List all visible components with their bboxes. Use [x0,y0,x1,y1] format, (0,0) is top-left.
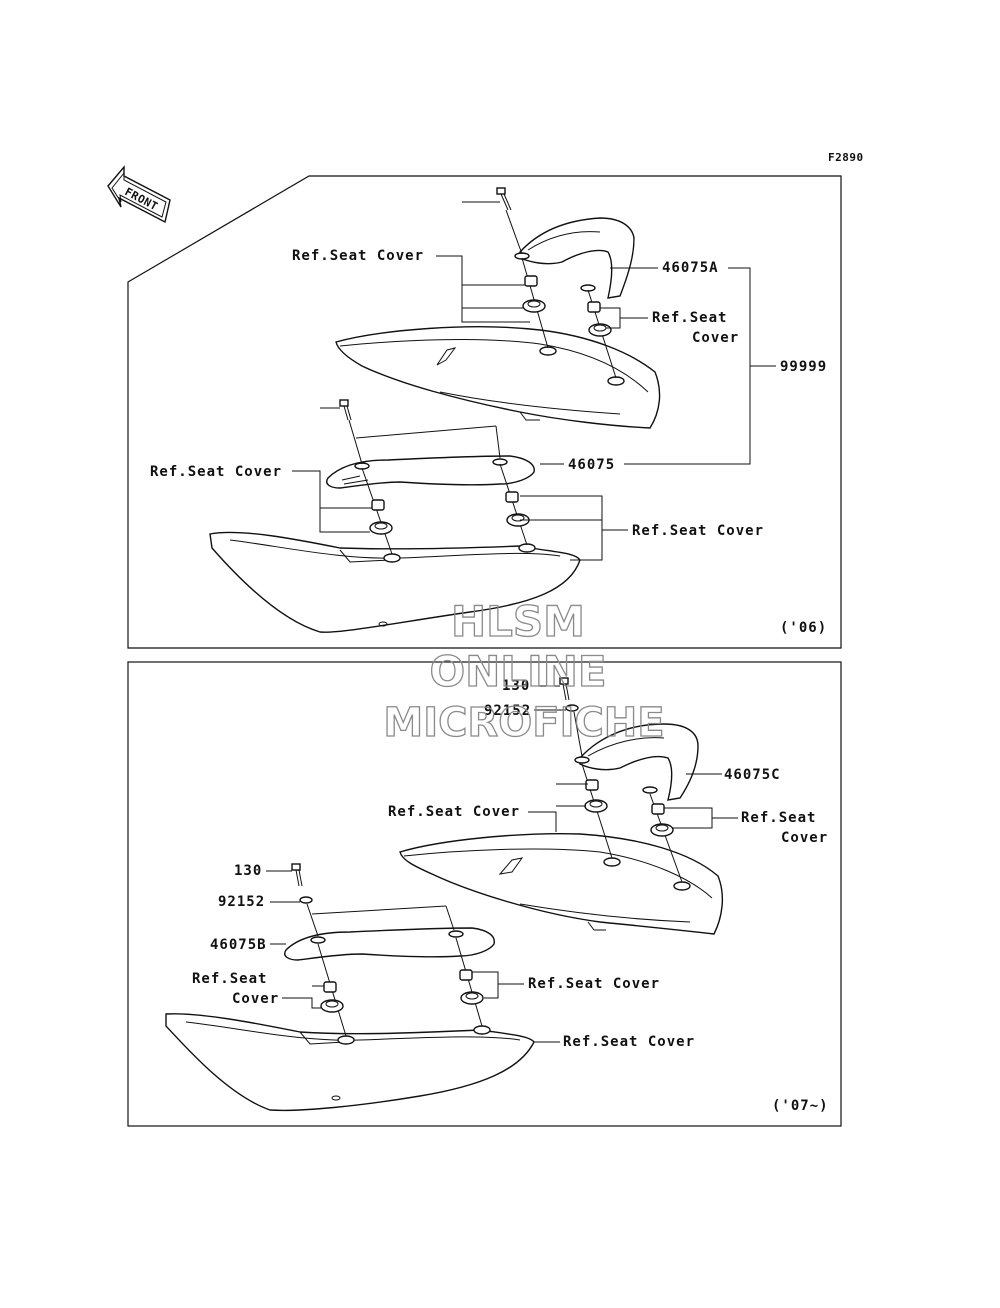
seat-cover-upper-top [335,326,661,429]
label-ref-seat-cover: Ref.Seat Cover [388,804,520,820]
label-bolt-130: 130 [234,863,262,879]
label-ref-seat-cover: Ref.Seat Cover [528,976,660,992]
collar-grommet-icon [369,491,530,535]
grab-rail-46075 [326,455,535,489]
label-part-46075A: 46075A [662,260,719,276]
label-ref-seat-cover: Ref.Seat Cover [632,523,764,539]
grab-rail-46075C [579,723,699,801]
label-ref-seat-cover: Ref.Seat Cover [563,1034,695,1050]
label-ref-seat-cover: Ref.Seat Cover [292,248,424,264]
leader-lines [266,685,738,1043]
bolt-icon [291,863,303,887]
watermark-line1: HLSM [451,597,585,646]
label-washer-92152: 92152 [484,703,531,719]
year-label: ('07~) [772,1098,829,1114]
label-part-46075: 46075 [568,457,615,473]
label-part-99999: 99999 [780,359,827,375]
watermark-line2: ONLINE [429,647,606,696]
panel-bottom: 130 92152 46075C Ref.Seat Cover Ref.Seat… [127,661,842,1127]
bolt-icon [496,187,512,211]
label-bolt-130: 130 [502,678,530,694]
washer-icon [565,704,579,712]
grab-rail-46075A [519,217,635,299]
label-ref-seat-cover: Ref.Seat Cover [150,464,282,480]
seat-cover-upper-bottom [399,833,724,935]
washer-icon [299,896,313,904]
label-part-46075B: 46075B [210,937,267,953]
diagram-code: F2890 [828,151,864,164]
collar-grommet-icon [584,779,674,837]
collar-grommet-icon [522,275,612,337]
bolt-icon [339,399,352,421]
grab-rail-46075B [284,927,495,961]
panel-bottom-frame [127,661,842,1127]
label-ref-seat: Ref.Seat [192,971,267,987]
front-arrow-icon: FRONT [107,165,171,224]
panel-top: Ref.Seat Cover 46075A Ref.Seat Cover 999… [127,175,842,649]
label-ref-seat: Ref.Seat [741,810,816,826]
label-cover: Cover [781,830,828,846]
label-cover: Cover [232,991,279,1007]
panel-top-frame [127,175,842,649]
label-cover: Cover [692,330,739,346]
label-ref-seat: Ref.Seat [652,310,727,326]
watermark-line3: MICROFICHE [383,700,664,746]
watermark: HLSM ONLINE MICROFICHE [383,596,666,746]
leader-lines [292,201,776,561]
bolt-icon [559,677,570,701]
seat-cover-lower-top [209,531,581,633]
label-washer-92152: 92152 [218,894,265,910]
collar-grommet-icon [320,969,484,1013]
label-part-46075C: 46075C [724,767,781,783]
year-label: ('06) [780,620,827,636]
